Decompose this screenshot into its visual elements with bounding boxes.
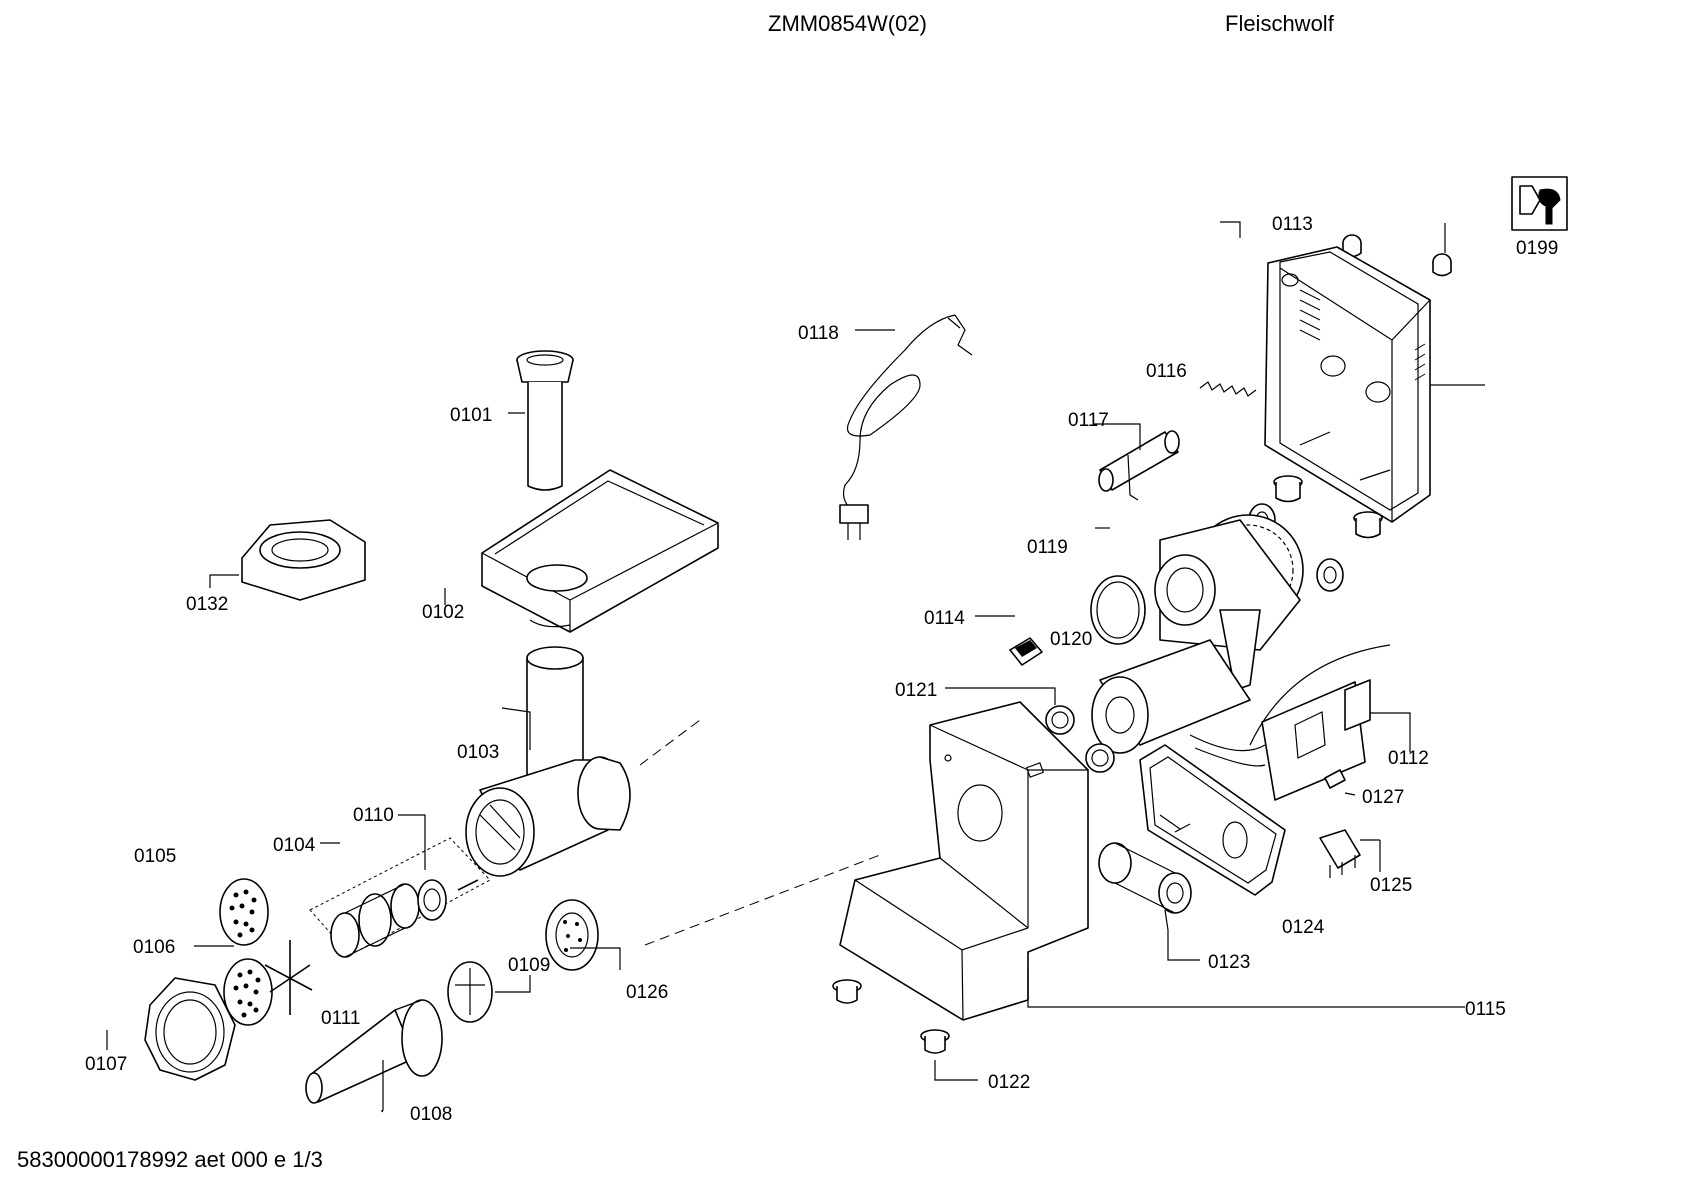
assembly-axis-line-2 (644, 854, 881, 946)
part-label-0126: 0126 (626, 982, 668, 1003)
part-ring-2 (1316, 558, 1344, 592)
leader-lines (106, 221, 1465, 1113)
part-label-0127: 0127 (1362, 787, 1404, 808)
part-0105-cutting-disc (219, 878, 269, 946)
wrench-service-icon (1511, 176, 1568, 231)
part-label-0110: 0110 (353, 805, 394, 826)
part-housing-rear-cover (1264, 246, 1431, 523)
part-0101-food-pusher (516, 350, 574, 491)
model-number: ZMM0854W(02) (768, 11, 927, 36)
part-label-0103: 0103 (457, 742, 499, 763)
part-0107-ring-nut (144, 977, 236, 1081)
part-0109-ring-disc (447, 961, 493, 1023)
diagram-title: Fleischwolf (1225, 11, 1334, 36)
part-label-0109: 0109 (508, 955, 550, 976)
part-0122-foot (832, 979, 862, 1004)
part-label-0114: 0114 (924, 608, 965, 629)
part-label-0132: 0132 (186, 594, 228, 615)
part-0124-circuit-board (1139, 744, 1286, 896)
part-0111-cutting-blade (264, 940, 313, 1015)
part-bushing-2 (1353, 511, 1383, 539)
part-0106-cutting-disc (223, 958, 273, 1026)
document-reference: 58300000178992 aet 000 e 1/3 (17, 1147, 323, 1172)
part-label-0105: 0105 (134, 846, 176, 867)
part-0132-cover (241, 519, 366, 601)
part-0102-feed-tray (481, 469, 719, 633)
part-label-0125: 0125 (1370, 875, 1412, 896)
part-0103-mincer-housing (465, 646, 631, 877)
part-label-0121: 0121 (895, 680, 937, 701)
part-0116-spring (1199, 381, 1257, 397)
part-0119-motor-gear-assembly (1090, 514, 1304, 754)
part-0126-cutting-disc (545, 899, 599, 971)
part-label-0115: 0115 (1465, 999, 1506, 1020)
part-label-0107: 0107 (85, 1054, 127, 1075)
assembly-axis-line (639, 719, 701, 766)
part-0117-pin (1098, 430, 1180, 501)
part-bushing (1273, 475, 1303, 503)
part-label-0123: 0123 (1208, 952, 1250, 973)
part-label-0199: 0199 (1516, 238, 1558, 259)
part-label-0122: 0122 (988, 1072, 1030, 1093)
part-0104-feed-screw (309, 837, 491, 958)
part-0115-front-housing (839, 701, 1089, 1021)
part-0125-terminal-block (1319, 829, 1361, 878)
part-0121-grommet (1045, 705, 1075, 735)
part-0108-sausage-attachment (305, 999, 443, 1104)
part-label-0111: 0111 (321, 1008, 360, 1029)
part-label-0101: 0101 (450, 405, 492, 426)
part-label-0119: 0119 (1027, 537, 1068, 558)
part-label-0113: 0113 (1272, 214, 1313, 235)
part-label-0108: 0108 (410, 1104, 452, 1125)
part-label-0118: 0118 (798, 323, 839, 344)
part-grommet-2 (1085, 743, 1115, 773)
part-0118-power-cord (839, 314, 973, 540)
part-0122-foot-2 (920, 1029, 950, 1054)
part-0127-connector-pin (1324, 769, 1346, 789)
part-label-0120: 0120 (1050, 629, 1092, 650)
part-label-0102: 0102 (422, 602, 464, 623)
part-label-0104: 0104 (273, 835, 316, 856)
part-label-0116: 0116 (1146, 361, 1187, 382)
part-label-0124: 0124 (1282, 917, 1325, 938)
part-0113-foot-2 (1432, 253, 1452, 277)
part-label-0106: 0106 (133, 937, 175, 958)
part-label-0117: 0117 (1068, 410, 1109, 431)
part-0123-gear-wheels (1098, 842, 1192, 914)
part-label-0112: 0112 (1388, 748, 1429, 769)
part-0114-switch (1009, 637, 1043, 666)
